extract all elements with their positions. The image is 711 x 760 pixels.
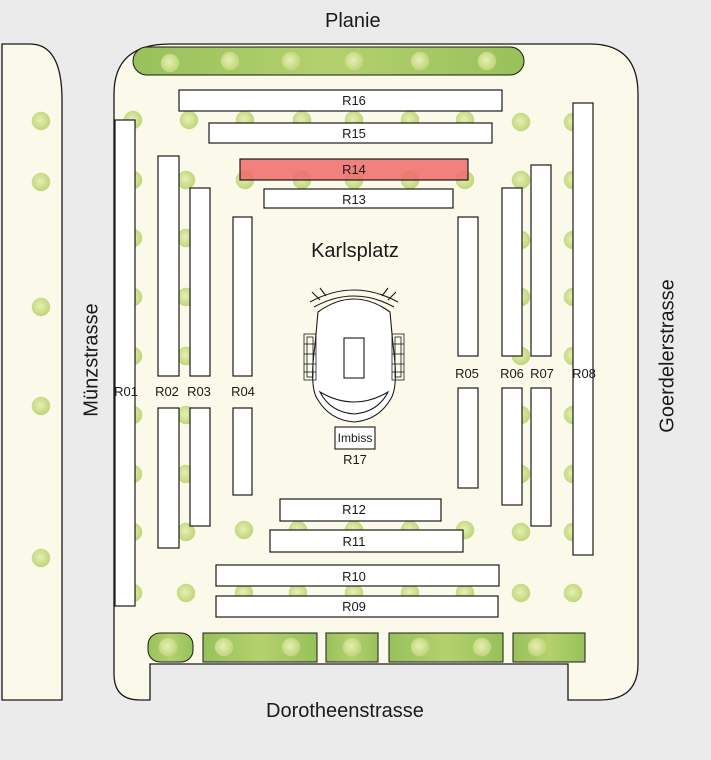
tree [563,583,583,603]
stall-label-r12: R12 [342,502,366,517]
stall-label-r03: R03 [187,384,211,399]
tree [214,637,234,657]
tree [179,110,199,130]
kiosk-label: Imbiss [338,431,373,445]
west-sidewalk [1,43,63,701]
tree [344,51,364,71]
tree [31,396,51,416]
tree [158,637,178,657]
kiosk-imbiss[interactable] [334,426,376,450]
tree [410,637,430,657]
stall-label-r04: R04 [231,384,255,399]
stall-label-r17: R17 [343,452,367,467]
street-label-dorotheenstrasse: Dorotheenstrasse [266,700,424,722]
street-label-planie: Planie [325,10,381,32]
stall-r04-south[interactable] [232,407,253,496]
stall-r08[interactable] [572,102,594,556]
pavilion-steps-west [303,333,317,381]
tree [342,637,362,657]
stall-r02-north[interactable] [157,155,180,377]
pavilion [303,287,405,450]
tree [234,520,254,540]
tree [160,53,180,73]
tree [477,51,497,71]
stall-r03-north[interactable] [189,187,211,377]
stall-r10[interactable] [215,564,500,587]
hedge-south-5 [512,632,586,663]
tree [527,637,547,657]
stall-labels: Karlsplatz Imbiss R17 R16 R15 R14 R13 R1… [114,93,596,614]
stall-r13[interactable] [263,188,454,209]
stall-label-r11: R11 [343,534,366,549]
stall-r06-south[interactable] [501,387,523,506]
stall-r15[interactable] [208,122,493,144]
stall-label-r06: R06 [500,366,524,381]
stall-label-r09: R09 [342,599,366,614]
tree [511,170,531,190]
tree [511,522,531,542]
stall-r09[interactable] [215,595,499,618]
stall-r16[interactable] [178,89,503,112]
stalls [114,89,594,618]
stall-r05-north[interactable] [457,216,479,357]
stall-r04-north[interactable] [232,216,253,377]
tree [31,172,51,192]
tree [281,51,301,71]
tree [31,111,51,131]
tree [176,170,196,190]
hedge-north [132,46,525,76]
stall-r06-north[interactable] [501,187,523,357]
stall-r07-north[interactable] [530,164,552,357]
tree [511,112,531,132]
stall-r11[interactable] [269,529,464,553]
tree [511,583,531,603]
place-name: Karlsplatz [311,240,399,262]
stall-label-r14: R14 [342,162,366,177]
stall-label-r13: R13 [342,192,366,207]
tree [31,297,51,317]
stall-r01[interactable] [114,119,136,607]
stall-label-r07: R07 [530,366,554,381]
stall-r03-south[interactable] [189,407,211,527]
stall-label-r02: R02 [155,384,179,399]
stall-label-r10: R10 [342,569,366,584]
tree [281,637,301,657]
tree [31,548,51,568]
stall-label-r01: R01 [114,384,138,399]
tree [176,583,196,603]
tree [410,51,430,71]
stall-r07-south[interactable] [530,387,552,527]
pavilion-steps-east [391,333,405,381]
stall-label-r05: R05 [455,366,479,381]
tree [472,637,492,657]
stall-r05-south[interactable] [457,387,479,489]
tree [220,51,240,71]
stall-label-r16: R16 [342,93,366,108]
stall-r02-south[interactable] [157,407,180,549]
stall-label-r08: R08 [572,366,596,381]
stall-label-r15: R15 [342,126,366,141]
stall-r14[interactable] [239,158,469,181]
stall-r12[interactable] [279,498,442,522]
pavilion-stage [343,337,365,379]
